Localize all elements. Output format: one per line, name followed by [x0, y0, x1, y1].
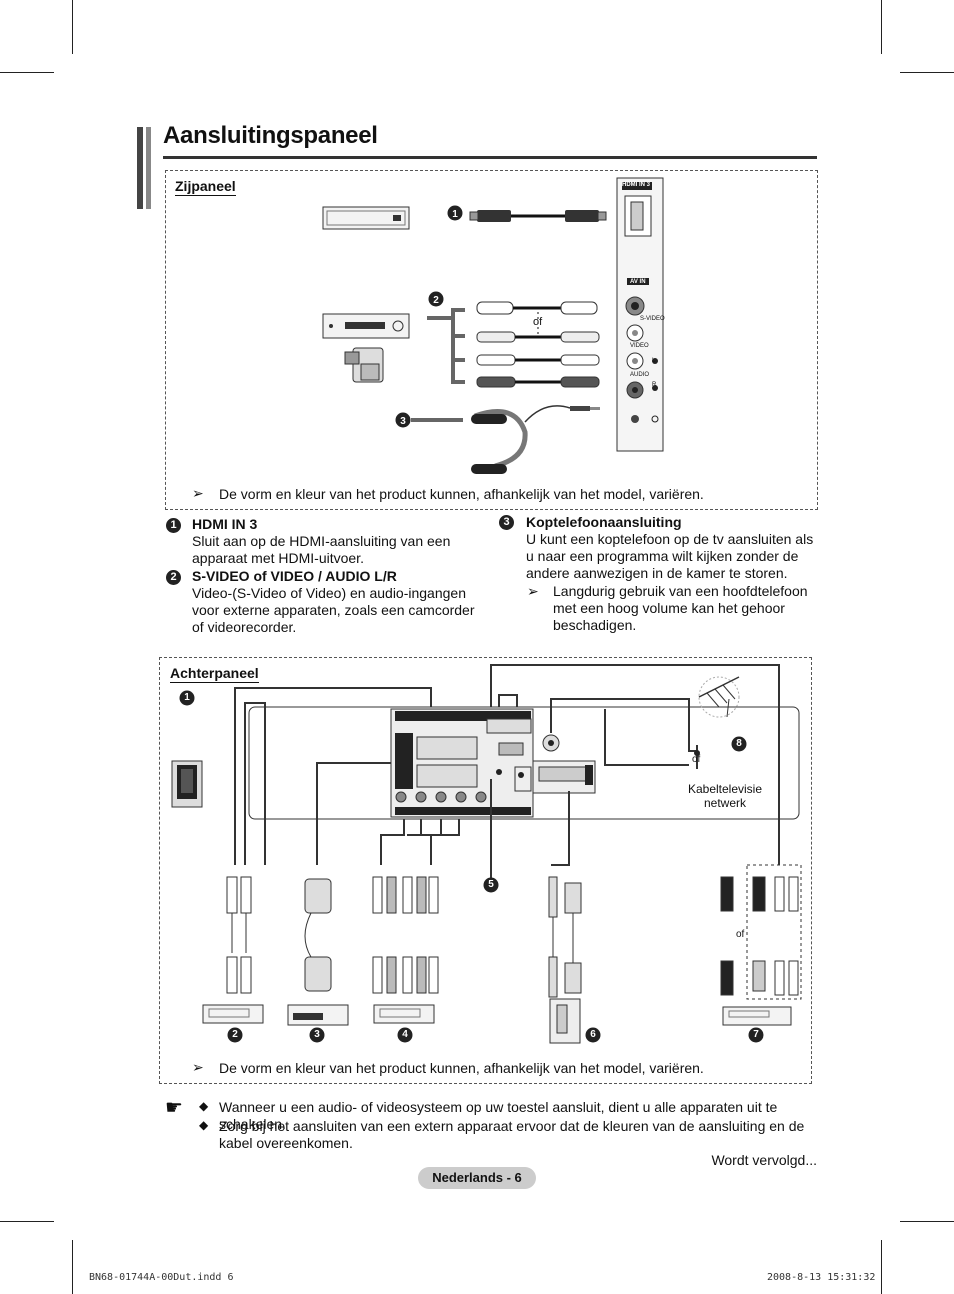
- rear-panel-label: Achterpaneel: [170, 665, 259, 683]
- crop-mark: [900, 1221, 954, 1222]
- diamond-bullet-icon: ◆: [199, 1118, 209, 1132]
- desc-number-2: 2: [166, 570, 181, 585]
- crop-mark: [900, 72, 954, 73]
- rear-panel-note: De vorm en kleur van het product kunnen,…: [219, 1060, 704, 1076]
- desc-item-2: S-VIDEO of VIDEO / AUDIO L/R Video-(S-Vi…: [192, 568, 487, 636]
- rear-marker-2: 2: [232, 1029, 238, 1040]
- page-number-pill: Nederlands - 6: [418, 1167, 536, 1189]
- arrow-icon: ➢: [192, 1059, 204, 1075]
- rear-marker-8: 8: [736, 738, 742, 749]
- desc-item-3: Koptelefoonaansluiting U kunt een koptel…: [526, 514, 818, 582]
- headphones-icon: [411, 405, 600, 474]
- crop-mark: [72, 1240, 73, 1294]
- tip-2: Zorg bij het aansluiten van een extern a…: [219, 1118, 805, 1151]
- crop-mark: [881, 1240, 882, 1294]
- pc-tower-icon: [549, 998, 581, 1044]
- marker-1: [447, 205, 463, 221]
- component-cable-icon: [372, 876, 439, 994]
- rca-video-cable-icon: [476, 331, 600, 343]
- marker-3: [395, 412, 411, 428]
- audio-r-label: R: [652, 382, 657, 388]
- desc-text: U kunt een koptelefoon op de tv aansluit…: [526, 531, 814, 581]
- hdmi-dvi-cable-icon: [720, 864, 802, 1000]
- tip-1: Wanneer u een audio- of videosysteem op …: [219, 1099, 778, 1132]
- desc-text: Video-(S-Video of Video) en audio-ingang…: [192, 585, 475, 635]
- rear-panel-box: [159, 657, 812, 1084]
- desc-number-1: 1: [166, 518, 181, 533]
- page-title: Aansluitingspaneel: [163, 122, 378, 149]
- rear-panel-diagram: [171, 664, 802, 1044]
- camcorder-icon: [344, 347, 384, 383]
- rca-audio-r-cable-icon: [476, 376, 600, 388]
- marker-1-label: 1: [452, 209, 458, 220]
- crop-mark: [881, 0, 882, 54]
- or-label: of: [533, 316, 543, 328]
- vcr-icon: [287, 1004, 349, 1026]
- side-panel-box: [165, 170, 818, 510]
- rear-marker-6: 6: [590, 1029, 596, 1040]
- rear-or-label: of: [692, 754, 701, 765]
- arrow-icon: ➢: [192, 485, 204, 501]
- dvd-player-icon: [202, 1004, 264, 1024]
- audio-l-label: L: [652, 358, 656, 364]
- rear-marker-3: 3: [314, 1029, 320, 1040]
- crop-mark: [72, 0, 73, 54]
- marker-3-label: 3: [400, 416, 406, 427]
- video-label: VIDEO: [630, 343, 649, 349]
- side-panel-note: De vorm en kleur van het product kunnen,…: [219, 486, 704, 502]
- side-panel-label: Zijpaneel: [175, 178, 236, 196]
- footer-file: BN68-01744A-00Dut.indd 6: [89, 1272, 234, 1283]
- marker-2: [428, 291, 444, 307]
- cable-network-label: Kabeltelevisie netwerk: [687, 782, 763, 810]
- dvd-player-icon: [322, 206, 410, 230]
- desc-heading: S-VIDEO of VIDEO / AUDIO L/R: [192, 568, 397, 584]
- desc-number-3: 3: [499, 515, 514, 530]
- side-panel-diagram: [322, 177, 664, 474]
- desc-warning: Langdurig gebruik van een hoofdtelefoon …: [553, 583, 808, 633]
- rca-cable-pair-icon: [226, 876, 252, 994]
- rear-marker-7: 7: [753, 1029, 759, 1040]
- title-accent-bar: [146, 127, 151, 209]
- set-top-box-icon: [722, 1006, 792, 1026]
- dvd-player-icon: [373, 1004, 435, 1024]
- continued-label: Wordt vervolgd...: [711, 1152, 817, 1168]
- audio-label: AUDIO: [630, 372, 650, 378]
- hdmi-cable-icon: [469, 210, 607, 222]
- av-in-label: AV IN: [630, 279, 646, 285]
- crop-mark: [0, 1221, 54, 1222]
- scart-cable-icon: [304, 878, 332, 992]
- s-video-cable-icon: [476, 301, 598, 315]
- title-rule: [163, 156, 817, 159]
- rca-audio-l-cable-icon: [476, 354, 600, 366]
- s-video-label: S-VIDEO: [640, 316, 665, 322]
- rear-marker-5: 5: [488, 879, 494, 890]
- rear-marker-1: 1: [184, 692, 190, 703]
- rear-or-label: of: [736, 929, 745, 940]
- desc-heading: HDMI IN 3: [192, 516, 258, 532]
- tv-side-panel-icon: [616, 177, 664, 452]
- desc-item-1: HDMI IN 3 Sluit aan op de HDMI-aansluiti…: [192, 516, 487, 567]
- antenna-icon: [698, 676, 740, 718]
- desc-text: Sluit aan op de HDMI-aansluiting van een…: [192, 533, 451, 566]
- pointing-hand-icon: ☛: [165, 1097, 183, 1119]
- marker-2-label: 2: [433, 295, 439, 306]
- pc-cable-icon: [548, 876, 582, 998]
- hdmi-in-3-label: HDMI IN 3: [622, 182, 651, 188]
- title-accent-bar: [137, 127, 143, 209]
- rear-marker-4: 4: [402, 1029, 408, 1040]
- vcr-icon: [322, 313, 410, 339]
- arrow-icon: ➢: [527, 583, 539, 599]
- crop-mark: [0, 72, 54, 73]
- footer-timestamp: 2008-8-13 15:31:32: [767, 1272, 876, 1283]
- desc-heading: Koptelefoonaansluiting: [526, 514, 682, 530]
- diamond-bullet-icon: ◆: [199, 1099, 209, 1113]
